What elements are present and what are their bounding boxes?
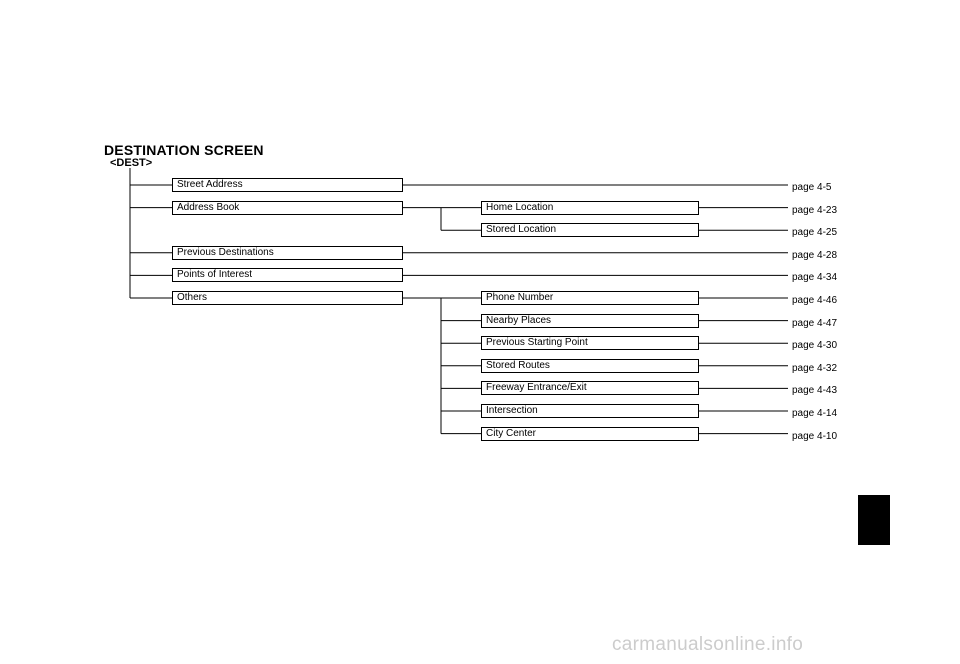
page-reference: page 4-10 <box>792 430 838 442</box>
page-reference: page 4-28 <box>792 249 838 261</box>
page-reference: page 4-30 <box>792 340 838 352</box>
page-reference: page 4-46 <box>792 295 838 306</box>
page-reference: page 4-5 <box>792 182 832 193</box>
page-reference: page 4-23 <box>792 204 838 216</box>
watermark: carmanualsonline.info <box>612 634 804 655</box>
page-reference: page 4-25 <box>792 227 838 239</box>
submenu-item: Previous Starting Point <box>481 336 699 351</box>
page-reference: page 4-34 <box>792 272 838 284</box>
menu-item: Street Address <box>172 178 403 192</box>
page-reference: page 4-14 <box>792 408 838 419</box>
page-reference: page 4-47 <box>792 317 838 329</box>
page-reference: page 4-43 <box>792 385 838 397</box>
menu-item: Address Book <box>172 200 403 215</box>
menu-item: Points of Interest <box>172 268 403 283</box>
page-reference: page 4-32 <box>792 362 838 374</box>
page-subtitle: <DEST> <box>110 157 153 169</box>
submenu-item: Home Location <box>481 200 699 215</box>
submenu-item: Stored Routes <box>481 358 699 373</box>
page-title: DESTINATION SCREEN <box>104 142 264 158</box>
submenu-item: Freeway Entrance/Exit <box>481 381 699 396</box>
section-tab <box>858 495 890 545</box>
menu-item: Others <box>172 291 403 305</box>
menu-item: Previous Destinations <box>172 245 403 260</box>
submenu-item: City Center <box>481 426 699 441</box>
submenu-item: Intersection <box>481 404 699 418</box>
submenu-item: Stored Location <box>481 223 699 238</box>
submenu-item: Phone Number <box>481 291 699 305</box>
submenu-item: Nearby Places <box>481 313 699 328</box>
